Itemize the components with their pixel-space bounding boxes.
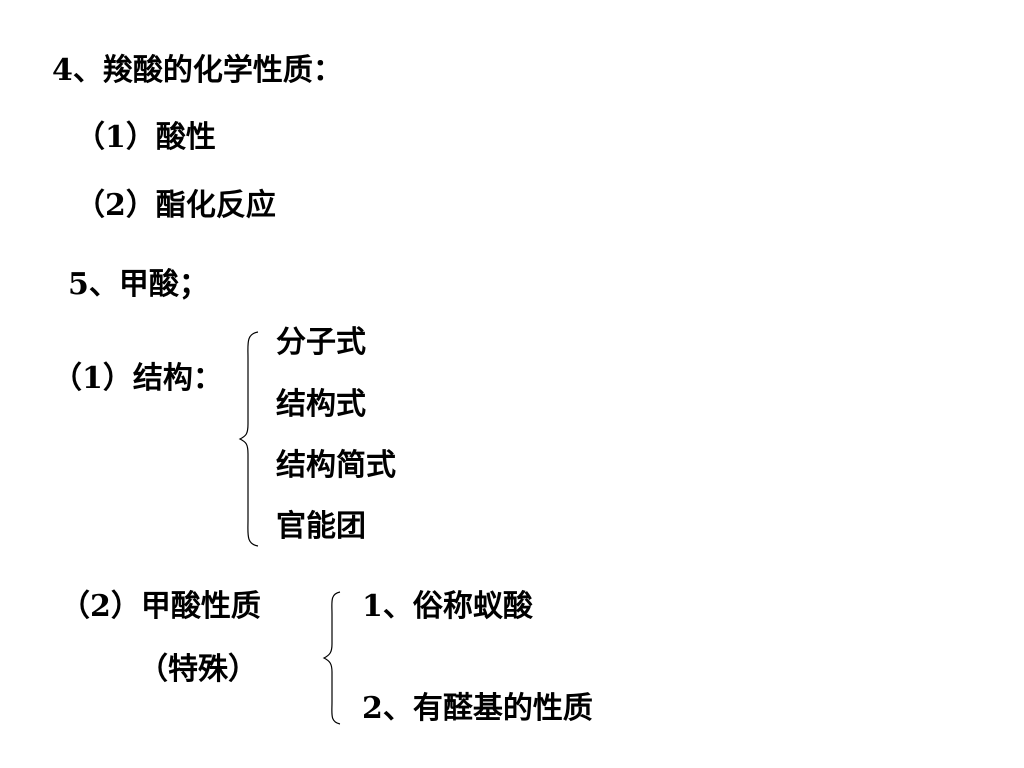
structure-item-structural-formula: 结构式 — [276, 387, 366, 422]
properties-brace — [322, 591, 341, 725]
formic-acid-properties-special: （特殊） — [138, 652, 258, 687]
structure-label: （1）结构： — [52, 361, 223, 396]
item-esterification: （2）酯化反应 — [75, 188, 276, 223]
heading-formic-acid: 5、甲酸； — [68, 267, 209, 302]
structure-item-molecular-formula: 分子式 — [276, 325, 366, 360]
structure-item-functional-group: 官能团 — [276, 509, 366, 544]
structure-item-condensed-formula: 结构简式 — [276, 448, 396, 483]
formic-acid-properties-label: （2）甲酸性质 — [60, 589, 261, 624]
property-item-ant-acid: 1、俗称蚁酸 — [362, 589, 533, 624]
heading-carboxylic-acid-properties: 4、羧酸的化学性质： — [52, 53, 343, 88]
property-item-aldehyde-group: 2、有醛基的性质 — [362, 691, 593, 726]
item-acidity: （1）酸性 — [75, 120, 216, 155]
structure-brace — [238, 331, 259, 547]
